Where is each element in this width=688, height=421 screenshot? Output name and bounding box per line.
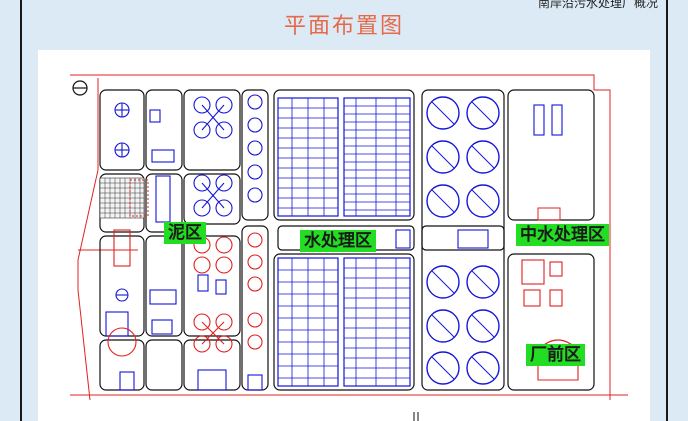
site-plan-drawing: 泥区 水处理区 中水处理区 厂前区: [38, 50, 650, 421]
header-subtitle: 南岸沿污水处理厂概况: [537, 0, 658, 10]
site-boundary: [70, 74, 611, 400]
site-boundary-left: [77, 78, 99, 401]
clarifiers: [426, 96, 500, 385]
zone-label-sludge: 泥区: [164, 222, 206, 244]
left-border: [20, 0, 22, 421]
site-plan-svg: [70, 74, 628, 421]
zone-label-water: 水处理区: [300, 230, 376, 252]
zone-label-reclaimed: 中水处理区: [516, 224, 609, 246]
page-title: 平面布置图: [283, 14, 404, 39]
zone-label-front: 厂前区: [526, 344, 585, 366]
right-border: [666, 0, 668, 421]
